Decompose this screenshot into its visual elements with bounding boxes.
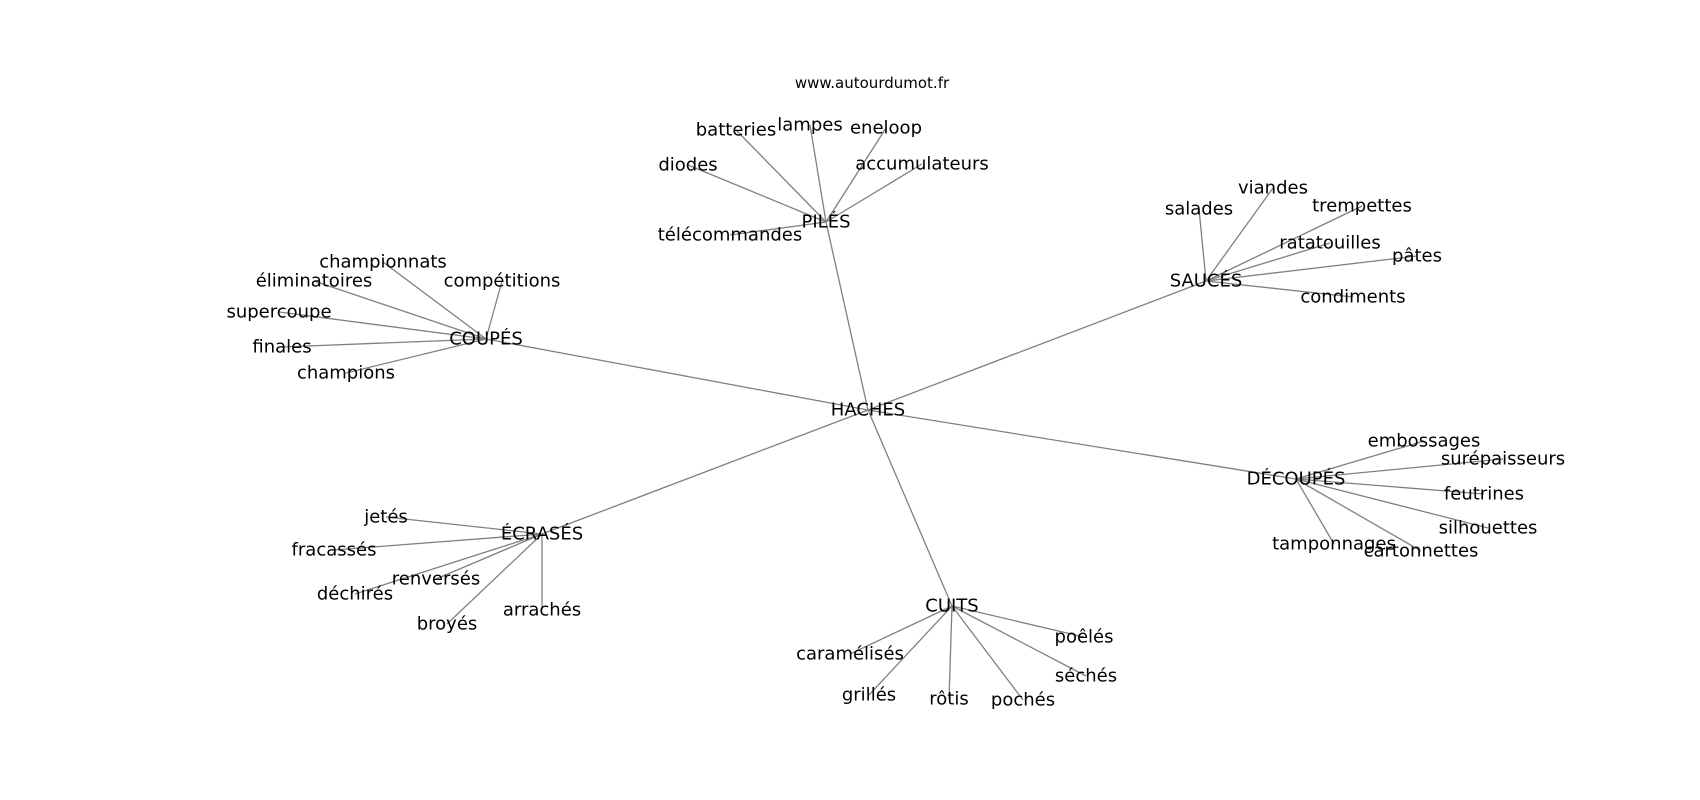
leaf-node-label: rôtis [929,689,968,710]
leaf-node-label: jetés [363,507,408,528]
edge-cluster-2-leaf-5 [345,338,487,374]
edge-cluster-3-leaf-5 [1295,478,1422,552]
edge-cluster-0-leaf-0 [735,129,827,223]
edge-center-2 [485,338,869,411]
edge-cluster-1-leaf-4 [1205,255,1418,282]
edge-center-4 [541,409,869,535]
leaf-node-label: ratatouilles [1279,233,1380,254]
leaf-node-label: condiments [1300,287,1405,308]
edge-cluster-4-leaf-4 [446,533,543,625]
cluster-node-label: ÉCRASÉS [501,523,583,545]
edge-cluster-3-leaf-0 [1295,440,1425,480]
leaf-node-label: pochés [991,690,1055,711]
edge-center-3 [867,409,1297,480]
edge-cluster-1-leaf-5 [1205,280,1354,298]
leaf-node-label: batteries [696,120,777,141]
edge-cluster-2-leaf-4 [281,338,487,348]
leaf-node-label: pâtes [1392,246,1442,267]
leaf-node-label: diodes [658,155,717,176]
edge-cluster-0-leaf-1 [809,124,827,223]
edge-cluster-0-leaf-3 [687,164,827,223]
edge-cluster-5-leaf-2 [951,605,1087,677]
edge-cluster-3-leaf-4 [1295,478,1335,545]
edge-cluster-2-leaf-1 [313,280,487,340]
edge-cluster-5-leaf-3 [868,605,953,696]
cluster-node-label: PILÉS [802,211,851,233]
leaf-node-label: déchirés [317,584,393,605]
cluster-node-label: CUITS [925,596,978,617]
leaf-node-label: télécommandes [658,225,803,246]
edge-cluster-1-leaf-1 [1198,208,1207,282]
edge-cluster-5-leaf-1 [849,605,953,655]
edge-cluster-0-leaf-2 [825,127,887,223]
edge-cluster-4-leaf-1 [333,533,543,551]
leaf-node-label: broyés [417,614,478,635]
leaf-node-label: compétitions [444,271,561,292]
edges [278,124,1504,701]
leaf-node-label: cartonnettes [1364,541,1479,562]
edge-cluster-2-leaf-2 [485,280,503,340]
cluster-node-label: SAUCÉS [1170,270,1243,292]
edge-cluster-1-leaf-3 [1205,242,1331,282]
leaf-node-label: trempettes [1312,196,1412,217]
leaf-node-label: supercoupe [226,302,331,323]
edge-cluster-3-leaf-1 [1295,458,1504,480]
edge-cluster-5-leaf-4 [948,605,953,700]
leaf-node-label: championnats [319,252,447,273]
site-watermark: www.autourdumot.fr [795,74,950,92]
edge-cluster-1-leaf-2 [1205,205,1363,282]
center-node-label: HACHES [831,400,905,421]
leaf-node-label: grillés [842,685,896,706]
edge-cluster-5-leaf-5 [951,605,1024,701]
edge-cluster-2-leaf-3 [278,311,487,340]
leaf-node-label: silhouettes [1439,518,1538,539]
edge-cluster-3-leaf-3 [1295,478,1489,529]
leaf-node-label: séchés [1055,666,1117,687]
leaf-node-label: finales [252,337,311,358]
leaf-node-label: poêlés [1055,627,1114,648]
edge-cluster-4-leaf-2 [435,533,543,580]
edge-cluster-5-leaf-0 [951,605,1085,638]
leaf-node-label: surépaisseurs [1441,449,1565,470]
leaf-node-label: tamponnages [1272,534,1396,555]
leaf-node-label: embossages [1368,431,1481,452]
edge-cluster-4-leaf-0 [385,516,543,535]
edge-cluster-1-leaf-0 [1205,187,1274,282]
leaf-node-label: caramélisés [796,644,904,665]
edge-cluster-4-leaf-3 [354,533,543,595]
leaf-node-label: champions [297,363,395,384]
leaf-node-label: arrachés [503,600,581,621]
edge-cluster-0-leaf-5 [729,221,827,236]
leaf-node-label: salades [1165,199,1233,220]
leaf-node-label: éliminatoires [256,271,373,292]
cluster-node-label: DÉCOUPÉS [1247,468,1346,490]
edge-cluster-2-leaf-0 [382,261,487,340]
edge-cluster-3-leaf-2 [1295,478,1485,495]
leaf-node-label: feutrines [1444,484,1524,505]
leaf-node-label: viandes [1238,178,1308,199]
cluster-node-label: COUPÉS [449,328,523,350]
leaf-node-label: eneloop [850,118,922,139]
leaf-node-label: renversés [392,569,480,590]
leaf-node-label: lampes [777,115,842,136]
edge-center-0 [825,221,869,411]
edge-cluster-0-leaf-4 [825,163,923,223]
leaf-node-label: accumulateurs [855,154,989,175]
leaf-node-label: fracassés [292,540,377,561]
edge-center-5 [867,409,953,607]
edge-center-1 [867,280,1207,411]
